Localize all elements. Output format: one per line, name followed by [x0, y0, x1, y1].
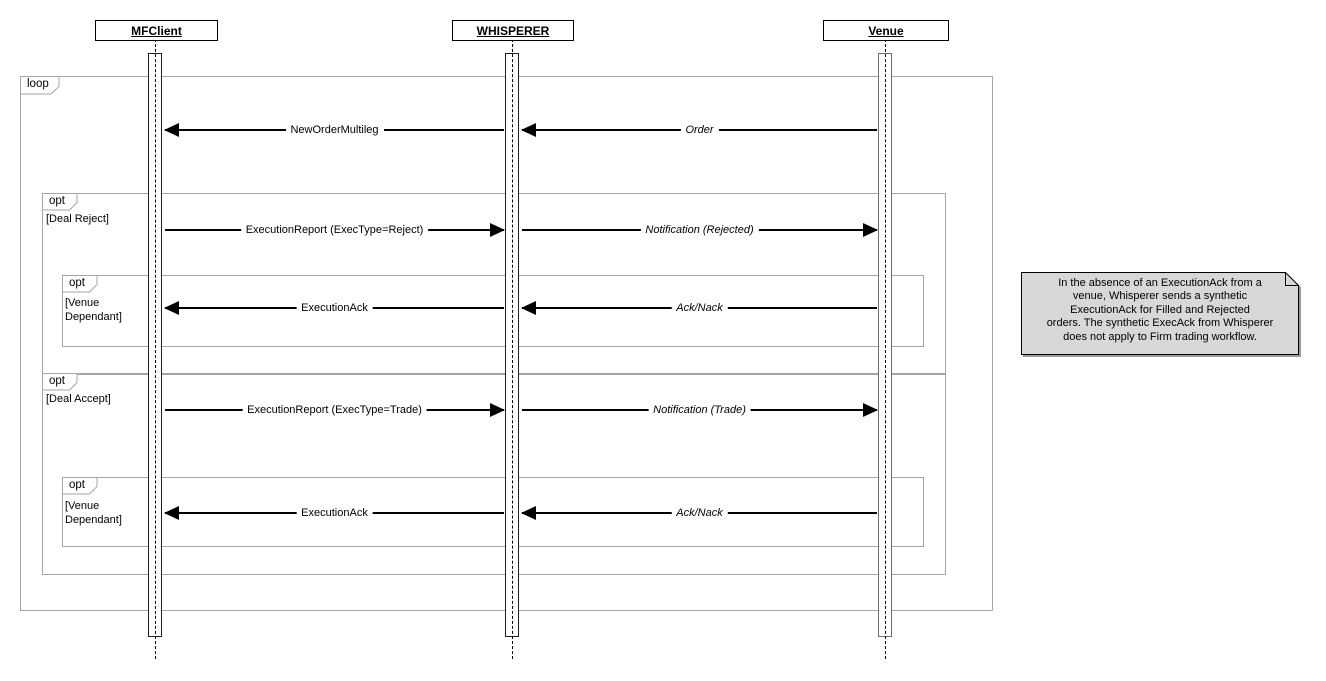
message-arrow: Order: [521, 120, 878, 140]
message-arrow: Notification (Trade): [521, 400, 878, 420]
message-arrow: Ack/Nack: [521, 298, 878, 318]
message-label: Notification (Rejected): [640, 224, 759, 236]
guard-deal-reject: [Deal Reject]: [46, 213, 109, 225]
opt-venue-dependant-tab-1: opt: [62, 275, 98, 293]
message-arrow: Notification (Rejected): [521, 220, 878, 240]
guard-deal-accept: [Deal Accept]: [46, 393, 111, 405]
participant-venue: Venue: [823, 20, 949, 41]
participant-mfclient: MFClient: [95, 20, 218, 41]
frame-tab-pentagon-icon: [20, 76, 60, 95]
message-label: NewOrderMultileg: [285, 124, 384, 136]
opt-venue-dependant-frame-2: [62, 477, 924, 547]
message-arrow: ExecutionReport (ExecType=Reject): [164, 220, 505, 240]
message-label: Ack/Nack: [671, 302, 728, 314]
note-box: In the absence of an ExecutionAck from a…: [1021, 272, 1299, 355]
note-shape-icon: [1021, 272, 1299, 355]
frame-tab-pentagon-icon: [42, 193, 78, 211]
message-label: ExecutionReport (ExecType=Reject): [240, 224, 429, 236]
opt-deal-reject-frame: [42, 193, 946, 375]
message-label: ExecutionAck: [296, 302, 373, 314]
message-arrow: Ack/Nack: [521, 503, 878, 523]
opt-venue-dependant-frame-1: [62, 275, 924, 347]
message-label: ExecutionReport (ExecType=Trade): [242, 404, 427, 416]
message-label: ExecutionAck: [296, 507, 373, 519]
lifeline-whisperer: [512, 39, 513, 659]
lifeline-venue: [885, 39, 886, 659]
message-arrow: ExecutionAck: [164, 298, 505, 318]
message-label: Order: [680, 124, 719, 136]
guard-venue-dependant-2: [Venue Dependant]: [65, 500, 122, 526]
opt-deal-accept-tab: opt: [42, 373, 78, 391]
guard-venue-dependant-1: [Venue Dependant]: [65, 297, 122, 323]
message-arrow: ExecutionAck: [164, 503, 505, 523]
opt-operator-label: opt: [49, 195, 65, 207]
opt-deal-accept-frame: [42, 373, 946, 575]
frame-tab-pentagon-icon: [42, 373, 78, 391]
message-label: Notification (Trade): [648, 404, 751, 416]
opt-operator-label: opt: [69, 479, 85, 491]
frame-tab-pentagon-icon: [62, 275, 98, 293]
message-arrow: ExecutionReport (ExecType=Trade): [164, 400, 505, 420]
loop-operator-label: loop: [27, 78, 49, 90]
opt-operator-label: opt: [49, 375, 65, 387]
opt-operator-label: opt: [69, 277, 85, 289]
opt-venue-dependant-tab-2: opt: [62, 477, 98, 495]
frame-tab-pentagon-icon: [62, 477, 98, 495]
message-label: Ack/Nack: [671, 507, 728, 519]
opt-deal-reject-tab: opt: [42, 193, 78, 211]
lifeline-mfclient: [155, 39, 156, 659]
loop-frame-tab: loop: [20, 76, 60, 95]
note-text: In the absence of an ExecutionAck from a…: [1046, 277, 1274, 343]
message-arrow: NewOrderMultileg: [164, 120, 505, 140]
participant-whisperer: WHISPERER: [452, 20, 574, 41]
